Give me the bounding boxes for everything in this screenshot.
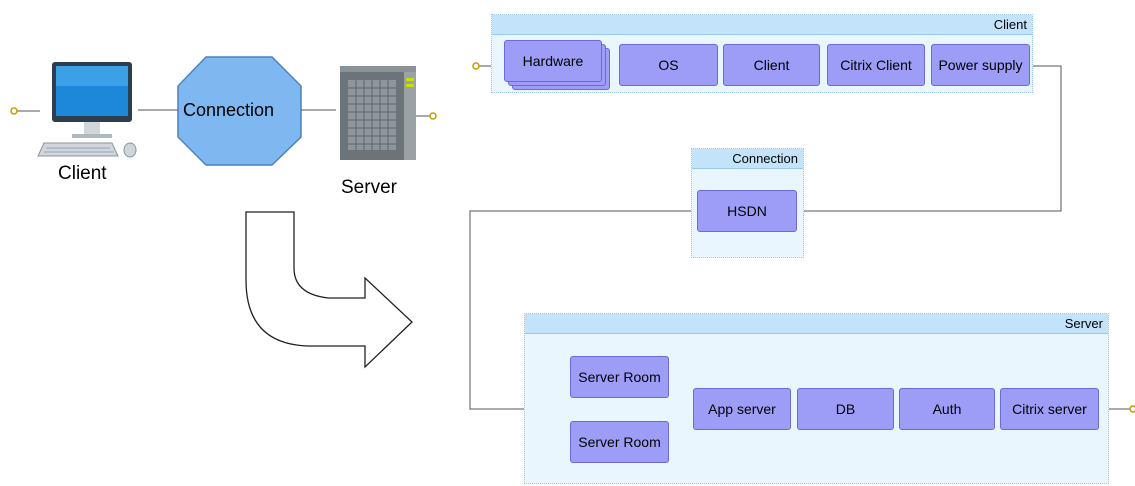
server-icon [340,66,416,160]
server-group-title: Server [1064,316,1103,331]
hsdn-box[interactable]: HSDN [697,190,797,232]
db-box[interactable]: DB [797,388,894,430]
server-room-box-2[interactable]: Server Room [570,421,669,463]
client-group-input-connector [472,62,480,70]
client-label: Client [58,163,107,184]
curved-arrow-icon [245,211,413,369]
client-group-header: Client [492,15,1032,35]
citrix-server-box[interactable]: Citrix server [1000,388,1099,430]
connection-label: Connection [183,100,275,120]
client-group-title: Client [993,17,1027,32]
auth-box[interactable]: Auth [899,388,995,430]
client-box[interactable]: Client [723,44,820,86]
app-server-box[interactable]: App server [693,388,791,430]
server-endpoint-connector [416,112,437,120]
client-endpoint-connector [10,107,40,115]
server-room-box-1[interactable]: Server Room [570,356,669,398]
connection-group-title: Connection [732,151,798,166]
server-label: Server [341,177,397,198]
os-box[interactable]: OS [619,44,718,86]
connection-group-header: Connection [692,149,803,169]
connection-octagon-icon [177,56,302,166]
server-group-header: Server [525,314,1108,334]
power-supply-box[interactable]: Power supply [931,44,1030,86]
citrix-client-box[interactable]: Citrix Client [827,44,925,86]
server-group-output-connector [1129,405,1135,413]
computer-icon [37,62,137,158]
hardware-box[interactable]: Hardware [504,40,602,82]
